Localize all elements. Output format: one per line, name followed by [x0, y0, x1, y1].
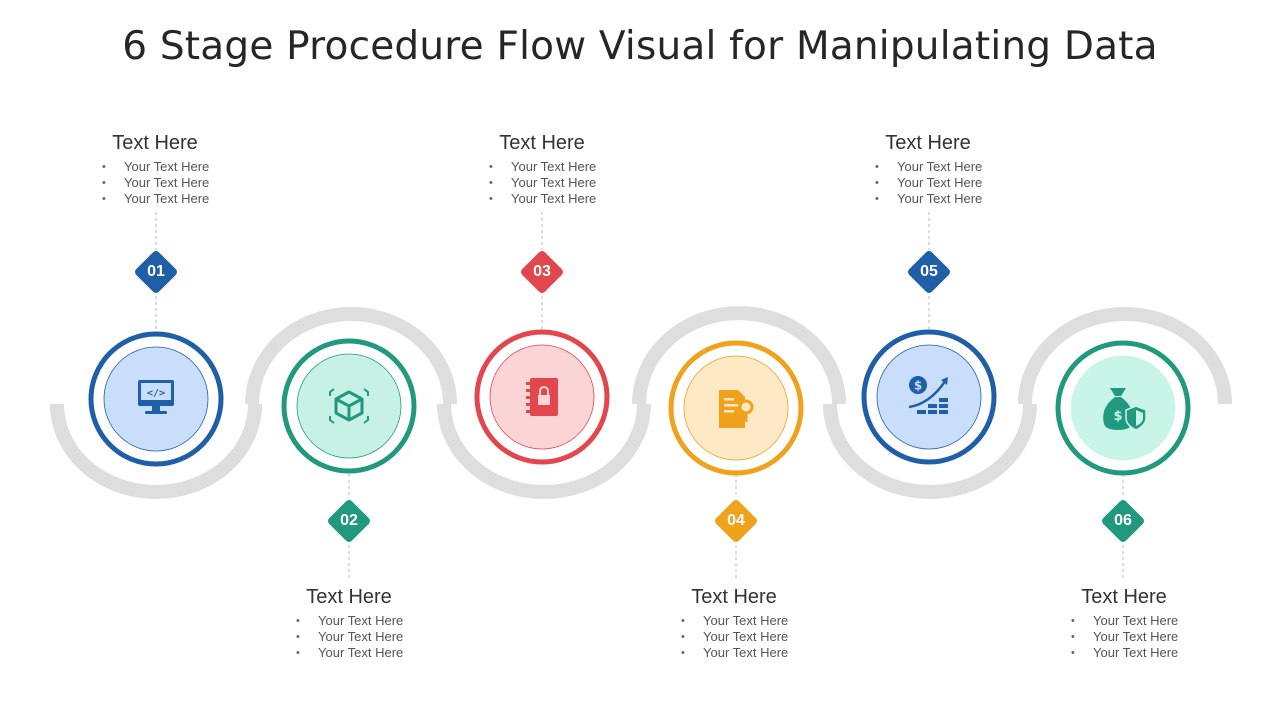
stage-05-circle: $ [861, 329, 997, 465]
stage-04-text-block: Text Here Your Text Here Your Text Here … [644, 585, 824, 661]
svg-text:</>: </> [147, 388, 165, 399]
stage-02-circle [281, 338, 417, 474]
page-title: 6 Stage Procedure Flow Visual for Manipu… [122, 24, 1158, 69]
stage-03-circle [474, 329, 610, 465]
stage-05-bullet: Your Text Here [875, 159, 1018, 175]
stage-03-text-block: Text Here Your Text Here Your Text Here … [452, 131, 632, 207]
stage-06-number-badge: 06 [1100, 498, 1146, 544]
money-growth-chart-icon: $ [908, 376, 948, 414]
stage-03-number-badge: 03 [519, 249, 565, 295]
stage-02-heading: Text Here [306, 586, 392, 608]
stage-05-number: 05 [920, 263, 938, 280]
stage-05-bullet: Your Text Here [875, 191, 1018, 207]
computer-code-icon: </> [138, 380, 174, 414]
stage-03-heading: Text Here [499, 132, 585, 154]
stage-04-bullet: Your Text Here [681, 613, 824, 629]
stage-04-heading: Text Here [691, 586, 777, 608]
stage-05-number-badge: 05 [906, 249, 952, 295]
stage-03-bullet: Your Text Here [489, 159, 632, 175]
stage-06-circle: $ [1055, 340, 1191, 476]
stage-02-bullet: Your Text Here [296, 645, 439, 661]
stage-04-circle [668, 340, 804, 476]
wave-track [50, 306, 1232, 499]
stage-06-bullet: Your Text Here [1071, 645, 1214, 661]
svg-text:$: $ [914, 379, 922, 393]
stage-05-bullet: Your Text Here [875, 175, 1018, 191]
stage-02-bullet: Your Text Here [296, 613, 439, 629]
stage-04-number: 04 [727, 512, 745, 529]
cube-icon [329, 388, 369, 424]
stage-01-bullet: Your Text Here [102, 159, 245, 175]
stage-01-heading: Text Here [112, 132, 198, 154]
stage-06-bullet: Your Text Here [1071, 629, 1214, 645]
money-bag-shield-icon: $ [1103, 388, 1147, 431]
stage-04-bullet: Your Text Here [681, 629, 824, 645]
stage-06-heading: Text Here [1081, 586, 1167, 608]
stage-05-text-block: Text Here Your Text Here Your Text Here … [838, 131, 1018, 207]
stage-01-bullet: Your Text Here [102, 191, 245, 207]
stage-01-number: 01 [147, 263, 165, 280]
stage-02-text-block: Text Here Your Text Here Your Text Here … [259, 585, 439, 661]
stage-02-bullet: Your Text Here [296, 629, 439, 645]
svg-text:$: $ [1113, 409, 1122, 424]
stage-01-circle: </> [88, 331, 224, 467]
stage-06-number: 06 [1114, 512, 1132, 529]
stage-04-number-badge: 04 [713, 498, 759, 544]
stage-06-bullet: Your Text Here [1071, 613, 1214, 629]
stage-01-text-block: Text Here Your Text Here Your Text Here … [65, 131, 245, 207]
stage-02-number-badge: 02 [326, 498, 372, 544]
stage-01-bullet: Your Text Here [102, 175, 245, 191]
stage-04-bullet: Your Text Here [681, 645, 824, 661]
stage-03-bullet: Your Text Here [489, 175, 632, 191]
document-search-icon [719, 390, 754, 428]
stage-03-bullet: Your Text Here [489, 191, 632, 207]
stage-01-number-badge: 01 [133, 249, 179, 295]
stage-03-number: 03 [533, 263, 551, 280]
stage-02-number: 02 [340, 512, 358, 529]
locked-notebook-icon [526, 378, 558, 416]
stage-06-text-block: Text Here Your Text Here Your Text Here … [1034, 585, 1214, 661]
connectors [155, 212, 1124, 578]
stage-05-heading: Text Here [885, 132, 971, 154]
